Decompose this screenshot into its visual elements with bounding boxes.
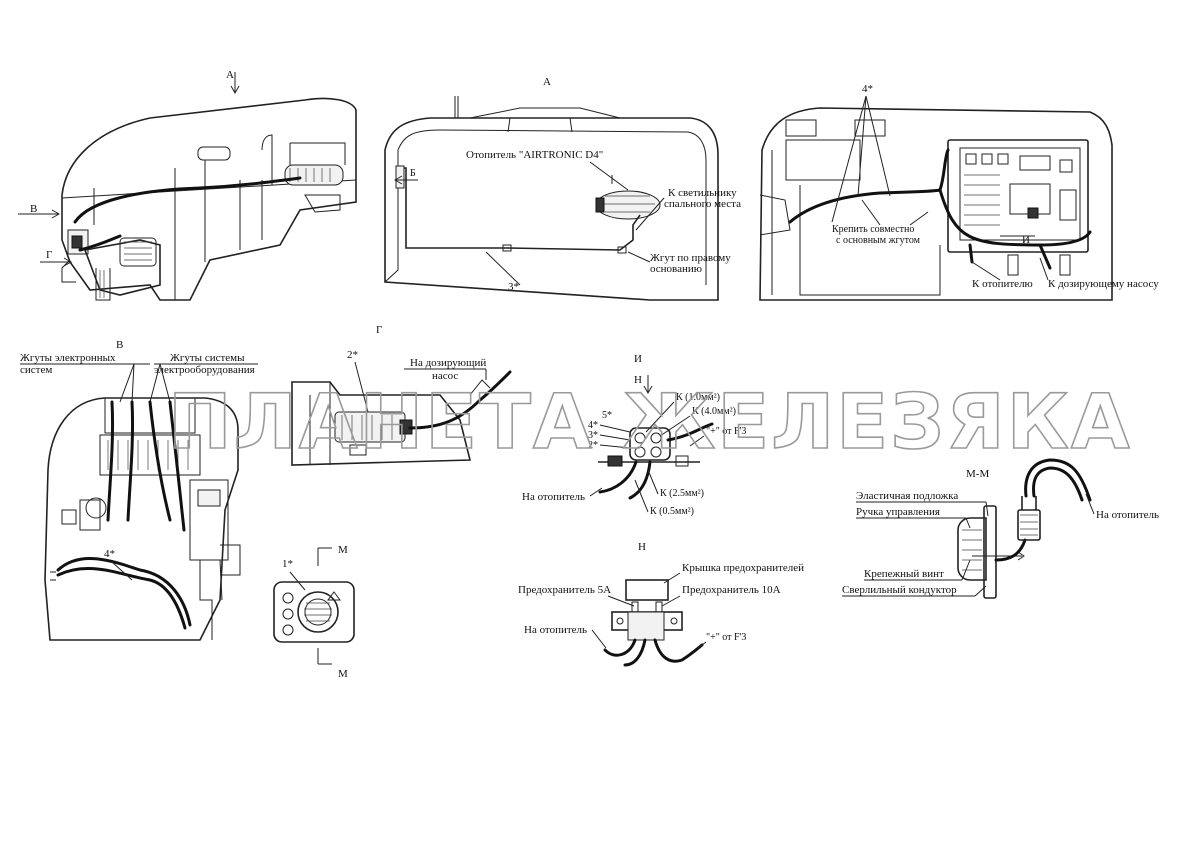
electronic-harness-line1: Жгуты электронных: [20, 352, 116, 364]
knob-label: Ручка управления: [856, 506, 940, 518]
callout-4-b: 4*: [104, 548, 115, 560]
m-marker-bottom: М: [338, 668, 348, 680]
view-a-rear-wall: А Б Отопитель "AIRTRONIC D4" К светильни…: [384, 76, 741, 301]
view-g-arrow-label: Г: [46, 249, 52, 261]
electronic-harness-line2: систем: [20, 364, 52, 376]
k10-label: К (1.0мм²): [676, 392, 720, 403]
plus-f3-n: "+" от F'3: [706, 632, 746, 643]
attach-line1: Крепить совместно: [832, 224, 914, 235]
view-b: В Жгуты электронных систем Жгуты системы…: [20, 339, 258, 641]
pin4-label: 4*: [588, 420, 598, 431]
k40-label: К (4.0мм²): [692, 406, 736, 417]
view-m-title: М-М: [966, 468, 989, 480]
pin5-label: 5*: [602, 410, 612, 421]
lamp-label-line1: К светильнику: [668, 187, 737, 199]
fuse10-label: Предохранитель 10А: [682, 584, 781, 596]
electrical-harness-line2: электрооборудования: [154, 364, 255, 376]
k25-label: К (2.5мм²): [660, 488, 704, 499]
m-marker-top: М: [338, 544, 348, 556]
view-n-marker: Н: [634, 374, 642, 386]
control-knob: [297, 591, 339, 633]
view-a-title: А: [543, 76, 551, 88]
pump-line2: насос: [432, 370, 458, 382]
pin3-label: 3*: [588, 430, 598, 441]
control-panel-body: [273, 581, 355, 643]
watermark: ПЛАНЕТА ЖЕЛЕЗЯКА: [168, 377, 1132, 466]
pump-line1: На дозирующий: [410, 357, 486, 369]
cab-rear-view: И 4* Крепить совместно с основным жгутом…: [759, 83, 1159, 301]
to-heater-n: На отопитель: [524, 624, 587, 636]
view-a-top-marker: А: [226, 69, 234, 81]
fuse-cover-label: Крышка предохранителей: [682, 562, 804, 574]
attach-line2: с основным жгутом: [836, 235, 921, 246]
callout-1: 1*: [282, 558, 293, 570]
view-i-title: И: [634, 353, 642, 365]
plus-f3-i: "+" от F'3: [706, 426, 746, 437]
view-b-arrow-label: В: [30, 203, 37, 215]
heater-label: Отопитель "AIRTRONIC D4": [466, 149, 603, 161]
view-g: Г 2* На дозирующий насос: [291, 324, 512, 466]
callout-4-top: 4*: [862, 83, 873, 95]
view-b-title: В: [116, 339, 123, 351]
electrical-harness-line1: Жгуты системы: [170, 352, 245, 364]
panel-detail: [964, 153, 1077, 226]
fuse5-label: Предохранитель 5А: [518, 584, 611, 596]
pad-label: Эластичная подложка: [856, 490, 958, 502]
harness-label-line2: основанию: [650, 263, 702, 275]
view-a-b-marker: Б: [410, 168, 416, 179]
to-heater-m: На отопитель: [1096, 509, 1159, 521]
control-panel-view: 1* М М: [273, 544, 355, 680]
harness-label-line1: Жгут по правому: [650, 252, 731, 264]
view-i-marker: И: [1022, 234, 1030, 246]
lamp-label-line2: спального места: [664, 198, 741, 210]
to-heater-label: К отопителю: [972, 278, 1033, 290]
jig-label: Сверлильный кондуктор: [842, 584, 957, 596]
view-n-title: Н: [638, 541, 646, 553]
view-i: И Н К (1.0мм²) К (4.0мм²) "+" от F'3 5* …: [522, 353, 746, 517]
cab-side-view: А В Г: [18, 69, 357, 301]
fuse-cover: [625, 579, 669, 601]
screw-label: Крепежный винт: [864, 568, 944, 580]
callout-2: 2*: [347, 349, 358, 361]
k05-label: К (0.5мм²): [650, 506, 694, 517]
to-pump-label: К дозирующему насосу: [1048, 278, 1159, 290]
pin2-label: 2*: [588, 440, 598, 451]
view-n: Н Крышка предохранителей Предохранитель …: [518, 541, 804, 667]
to-heater-i: На отопитель: [522, 491, 585, 503]
m-connector: [1017, 509, 1041, 541]
callout-3: 3*: [508, 281, 519, 293]
view-g-title: Г: [376, 324, 382, 336]
view-m: М-М Эластичная подложка Ручка управления…: [842, 458, 1159, 599]
connector-block: [629, 427, 671, 461]
